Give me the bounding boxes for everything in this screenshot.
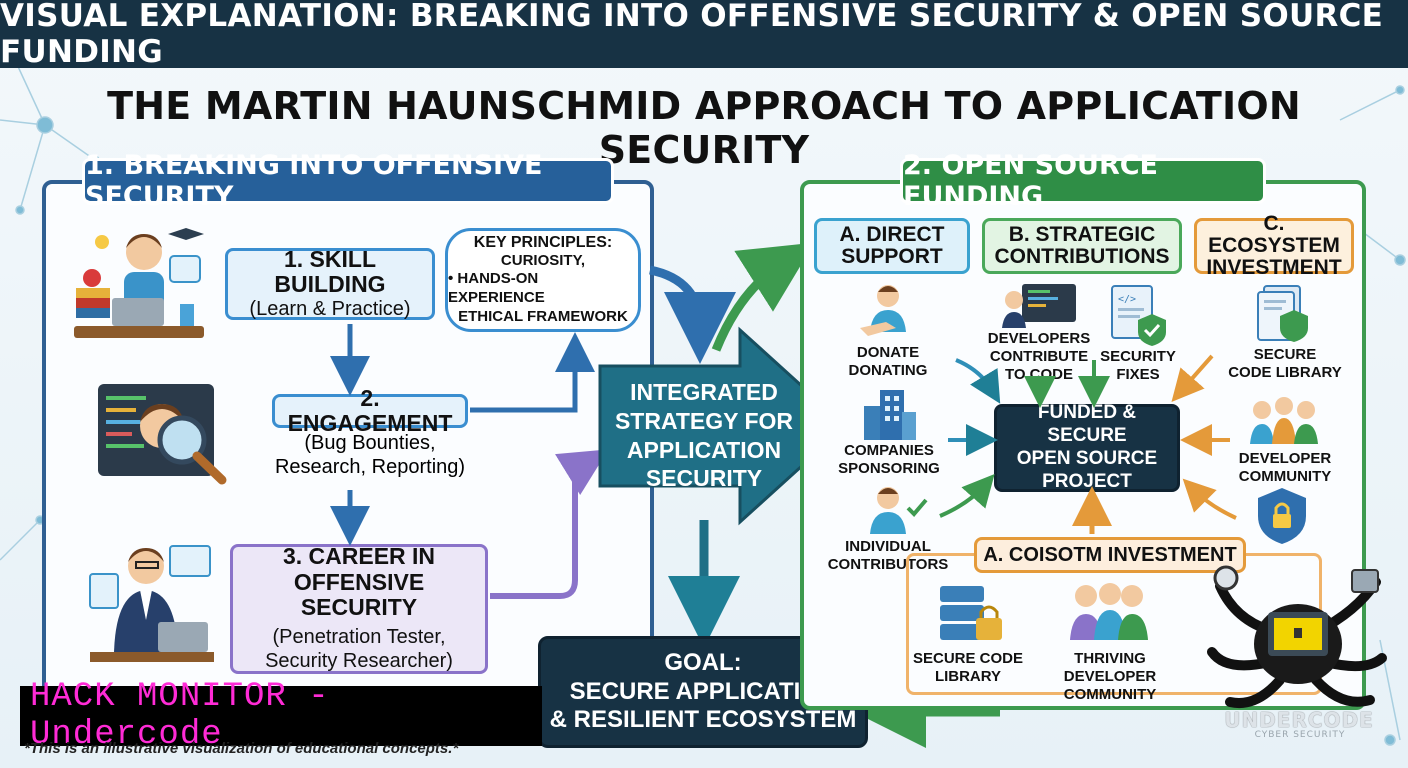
engagement-box: 2. ENGAGEMENT — [272, 385, 468, 436]
career-box: 3. CAREER IN OFFENSIVE SECURITY (Penetra… — [230, 544, 488, 674]
companies-line1: COMPANIES — [844, 442, 934, 459]
principle-curiosity: CURIOSITY, — [500, 251, 586, 269]
thriving-line2: COMMUNITY — [1063, 686, 1157, 703]
undercode-brand-tagline: CYBER SECURITY — [1254, 730, 1346, 740]
illustrative-footnote: *This is an illustrative visualization o… — [24, 740, 459, 757]
goal-line1: GOAL: — [664, 648, 742, 676]
ecosystem-line1: C. ECOSYSTEM — [1208, 211, 1340, 257]
individual-line1: INDIVIDUAL — [845, 538, 931, 555]
career-title-line1: 3. CAREER IN — [282, 543, 436, 570]
individual-contributor-icon — [870, 487, 928, 534]
funded-line2: OPEN SOURCE — [1016, 448, 1158, 469]
strategic-line1: B. STRATEGIC — [1008, 222, 1156, 246]
secure-code-library-bottom-label: SECURE CODE LIBRARY — [912, 650, 1024, 686]
integrated-line3: APPLICATION — [626, 436, 782, 463]
key-principles-title: KEY PRINCIPLES: — [473, 233, 613, 251]
svg-text:</>: </> — [1118, 294, 1136, 305]
secure-lib-bottom-line2: LIBRARY — [934, 668, 1002, 685]
career-title-line2: OFFENSIVE SECURITY — [293, 568, 425, 621]
dev-community-line2: COMMUNITY — [1238, 468, 1332, 485]
page-header-title: VISUAL EXPLANATION: BREAKING INTO OFFENS… — [0, 0, 1408, 70]
shield-lock-icon — [1258, 488, 1306, 544]
thriving-community-icon — [1070, 583, 1148, 640]
skill-building-subtitle: (Learn & Practice) — [249, 297, 411, 320]
career-sub-line1: (Penetration Tester, — [272, 626, 446, 649]
hack-monitor-watermark: HACK MONITOR - Undercode — [20, 678, 542, 754]
direct-support-line1: A. DIRECT — [839, 222, 945, 246]
octopus-hacker-mascot-icon — [1207, 565, 1387, 708]
developer-community-icon — [1250, 397, 1318, 444]
strategic-line2: CONTRIBUTIONS — [994, 245, 1170, 268]
principle-hands-on: • HANDS-ON EXPERIENCE — [448, 270, 545, 306]
security-professional-icon — [89, 545, 214, 662]
security-fixes-label: SECURITY FIXES — [1096, 348, 1180, 384]
donate-line1: DONATE — [856, 344, 920, 361]
engagement-sub-line1: (Bug Bounties, — [304, 432, 436, 454]
companies-label: COMPANIES SPONSORING — [834, 442, 944, 478]
ecosystem-investment-category: C. ECOSYSTEM INVESTMENT — [1194, 212, 1354, 279]
arrow-career-to-strategy — [490, 449, 609, 599]
companies-building-icon — [864, 390, 916, 440]
secure-lib-top-line2: CODE LIBRARY — [1228, 364, 1342, 381]
security-fixes-line1: SECURITY — [1100, 348, 1176, 365]
secure-code-library-icon — [1257, 285, 1308, 342]
integrated-line4: SECURITY — [645, 465, 763, 492]
donate-label: DONATE DONATING — [838, 344, 938, 380]
developers-laptop-icon — [1002, 284, 1076, 328]
secure-library-server-icon — [940, 586, 1002, 640]
donate-line2: DONATING — [848, 362, 928, 379]
principle-ethical: ETHICAL FRAMEWORK — [458, 307, 628, 325]
thriving-line1: THRIVING DEVELOPER — [1063, 650, 1157, 685]
goal-line3: & RESILIENT ECOSYSTEM — [549, 706, 857, 734]
developers-label: DEVELOPERS CONTRIBUTE TO CODE — [982, 330, 1096, 384]
security-fixes-document-icon: </> — [1111, 285, 1166, 346]
dev-community-line1: DEVELOPER — [1238, 450, 1332, 467]
secure-lib-top-line1: SECURE — [1253, 346, 1317, 363]
integrated-strategy-arrow — [598, 326, 849, 526]
donate-hand-icon — [860, 285, 906, 336]
secure-code-library-label: SECURE CODE LIBRARY — [1224, 346, 1346, 382]
direct-support-line2: SUPPORT — [841, 245, 943, 268]
ecosystem-line2: INVESTMENT — [1206, 256, 1342, 280]
skill-building-title: 1. SKILL BUILDING — [274, 245, 386, 298]
individual-line2: CONTRIBUTORS — [827, 556, 949, 573]
ecosystem-investment-banner: A. COISOTM INVESTMENT — [974, 537, 1246, 573]
strategic-contributions-category: B. STRATEGIC CONTRIBUTIONS — [982, 218, 1182, 274]
key-principles-bubble: KEY PRINCIPLES: CURIOSITY, • HANDS-ON EX… — [445, 228, 641, 332]
engagement-sub-line2: Research, Reporting) — [274, 455, 466, 478]
thriving-community-label: THRIVING DEVELOPER COMMUNITY — [1026, 650, 1194, 704]
arrow-engagement-to-principles — [470, 332, 595, 413]
arrow-principles-to-strategy — [649, 265, 736, 364]
page-subtitle: THE MARTIN HAUNSCHMID APPROACH TO APPLIC… — [107, 84, 1301, 172]
companies-line2: SPONSORING — [838, 460, 940, 477]
engagement-subtitle: (Bug Bounties, Research, Reporting) — [250, 432, 490, 479]
security-fixes-line2: FIXES — [1116, 366, 1160, 383]
direct-support-category: A. DIRECT SUPPORT — [814, 218, 970, 274]
integrated-line1: INTEGRATED — [630, 379, 778, 405]
developers-line1: DEVELOPERS — [987, 330, 1091, 347]
individual-label: INDIVIDUAL CONTRIBUTORS — [826, 538, 950, 574]
integrated-line2: STRATEGY FOR — [614, 407, 794, 434]
open-source-funding-heading: 2. OPEN SOURCE FUNDING — [900, 150, 1266, 212]
undercode-brand-logo: UNDERCODE — [1224, 708, 1374, 732]
code-review-magnifier-icon — [98, 384, 227, 485]
arrow-strategy-to-funding — [711, 242, 815, 352]
integrated-strategy-label: INTEGRATED STRATEGY FOR APPLICATION SECU… — [606, 378, 802, 493]
goal-line2: SECURE APPLICATION — [569, 677, 837, 705]
secure-lib-bottom-line1: SECURE CODE — [912, 650, 1024, 667]
funded-line1: FUNDED & SECURE — [1037, 402, 1137, 447]
offensive-security-heading: 1. BREAKING INTO OFFENSIVE SECURITY — [82, 150, 614, 212]
student-laptop-icon — [74, 228, 204, 338]
developers-line3: TO CODE — [1004, 366, 1074, 383]
funded-secure-project-box: FUNDED & SECURE OPEN SOURCE PROJECT — [994, 402, 1180, 492]
developers-line2: CONTRIBUTE — [989, 348, 1089, 365]
career-sub-line2: Security Researcher) — [265, 649, 453, 672]
developer-community-label: DEVELOPER COMMUNITY — [1232, 450, 1338, 486]
skill-building-box: 1. SKILL BUILDING (Learn & Practice) — [225, 245, 435, 320]
